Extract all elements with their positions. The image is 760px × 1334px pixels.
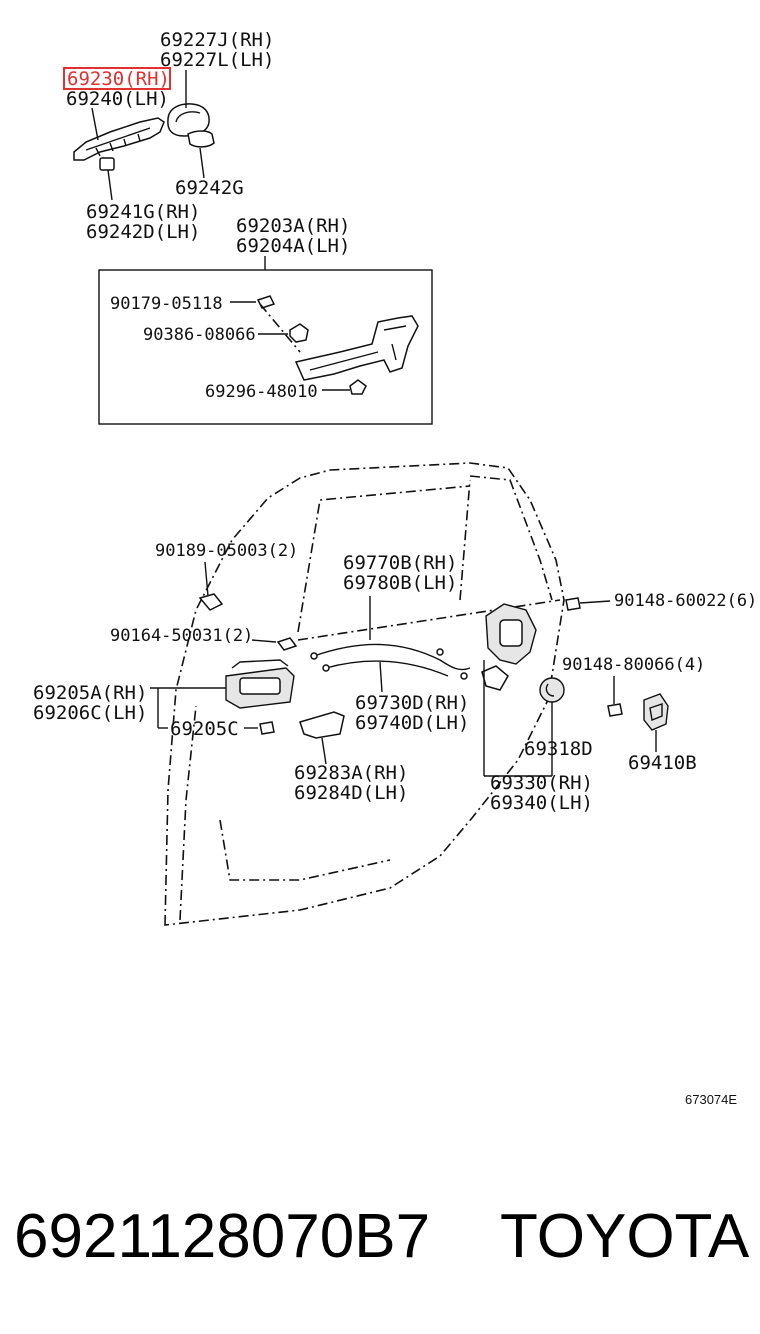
outside-handle-group xyxy=(73,70,215,201)
bezel-drawing xyxy=(299,711,345,739)
label-69730d: 69730D(RH) xyxy=(355,692,469,714)
footer-part-number: 6921128070B7 xyxy=(14,1202,430,1271)
label-69770b: 69770B(RH) xyxy=(343,552,457,574)
label-69340: 69340(LH) xyxy=(490,792,593,814)
grommet-drawing xyxy=(99,157,115,171)
label-90164: 90164-50031(2) xyxy=(110,626,253,646)
label-69205a: 69205A(RH) xyxy=(33,682,147,704)
cable-drawing xyxy=(313,643,471,671)
handle-cover-drawing xyxy=(167,103,210,137)
label-69241g: 69241G(RH) xyxy=(86,201,200,223)
label-69284d: 69284D(LH) xyxy=(294,782,408,804)
label-90386: 90386-08066 xyxy=(143,325,256,345)
label-69242g: 69242G xyxy=(175,177,244,199)
handle-frame-group xyxy=(230,295,419,395)
label-69230-highlighted[interactable]: 69230(RH) xyxy=(67,68,170,90)
label-69283a: 69283A(RH) xyxy=(294,762,408,784)
label-69227l: 69227L(LH) xyxy=(160,49,274,71)
handle-pad-drawing xyxy=(187,130,215,148)
label-90189: 90189-05003(2) xyxy=(155,541,298,561)
label-69240: 69240(LH) xyxy=(66,88,169,110)
handle-frame-drawing xyxy=(294,315,419,381)
cap-drawing xyxy=(539,677,565,703)
striker-drawing xyxy=(643,693,669,731)
label-69410b: 69410B xyxy=(628,752,697,774)
frame-assembly-box xyxy=(98,269,433,425)
label-69780b: 69780B(LH) xyxy=(343,572,457,594)
label-90179: 90179-05118 xyxy=(110,294,223,314)
label-69204a: 69204A(LH) xyxy=(236,235,350,257)
footer-brand: TOYOTA xyxy=(500,1202,750,1271)
label-90148-80066: 90148-80066(4) xyxy=(562,655,705,675)
label-69330: 69330(RH) xyxy=(490,772,593,794)
label-69242d: 69242D(LH) xyxy=(86,221,200,243)
label-69318d: 69318D xyxy=(524,738,593,760)
door-parts xyxy=(150,561,669,777)
label-69203a: 69203A(RH) xyxy=(236,215,350,237)
label-69205c: 69205C xyxy=(170,718,239,740)
label-69227j: 69227J(RH) xyxy=(160,29,274,51)
label-69740d: 69740D(LH) xyxy=(355,712,469,734)
label-90148-60022: 90148-60022(6) xyxy=(614,591,757,611)
label-69296: 69296-48010 xyxy=(205,382,318,402)
label-69206c: 69206C(LH) xyxy=(33,702,147,724)
reference-code: 673074E xyxy=(685,1092,737,1107)
highlight-box xyxy=(63,67,171,90)
